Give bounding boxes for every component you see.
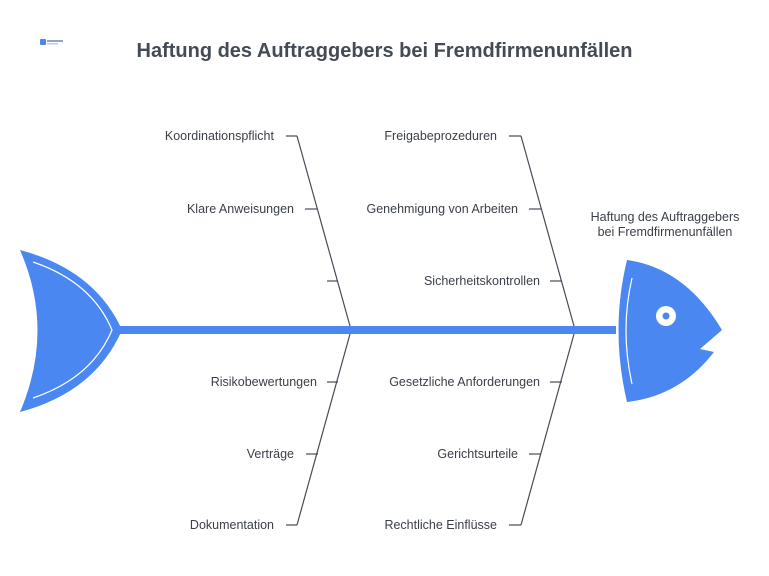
fish-tail xyxy=(20,250,122,412)
effect-label-line: Haftung des Auftraggebers xyxy=(590,210,740,224)
fish-head xyxy=(618,260,722,402)
bone-top-right xyxy=(520,135,575,327)
cause-label: Sicherheitskontrollen xyxy=(423,274,540,288)
fish-pupil xyxy=(662,312,670,320)
brand-logo xyxy=(40,33,64,45)
cause-label: Gerichtsurteile xyxy=(437,447,518,461)
cause-label: Freigabeprozeduren xyxy=(384,129,497,143)
spine xyxy=(116,326,616,334)
cause-label: Verträge xyxy=(246,447,294,461)
effect-label: Haftung des Auftraggebers bei Fremdfirme… xyxy=(575,210,755,240)
cause-label: Risikobewertungen xyxy=(210,375,317,389)
bone-top-left xyxy=(296,135,351,327)
cause-label: Genehmigung von Arbeiten xyxy=(366,202,519,216)
cause-label: Klare Anweisungen xyxy=(186,202,294,216)
tail-highlight xyxy=(32,261,113,399)
cause-label: Gesetzliche Anforderungen xyxy=(389,375,540,389)
cause-label: Rechtliche Einflüsse xyxy=(384,518,497,532)
cause-label: Koordinationspflicht xyxy=(164,129,274,143)
bone-bottom-left xyxy=(296,333,351,526)
page-title: Haftung des Auftraggebers bei Fremdfirme… xyxy=(136,40,633,62)
bone-bottom-right xyxy=(520,333,575,526)
head-highlight xyxy=(625,277,633,385)
cause-label: Dokumentation xyxy=(189,518,274,532)
effect-label-line: bei Fremdfirmenunfällen xyxy=(597,225,733,239)
